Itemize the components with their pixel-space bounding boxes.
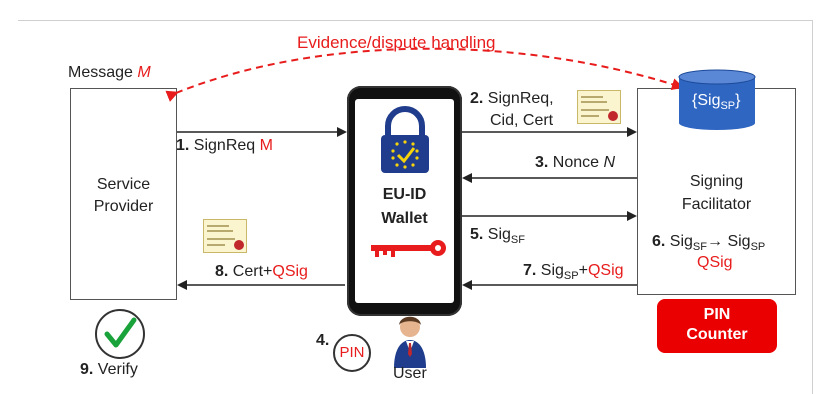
user-icon [394,316,426,368]
step4-label: 4. [316,332,330,349]
dispute-arrow [165,47,684,102]
step5-label: 5. SigSF [470,226,525,247]
step7-label: 7. SigSP+QSig [523,262,624,283]
step3-label: 3. Nonce N [535,154,616,171]
step1-label: 1. SignReq M [176,137,273,154]
step6-qsig-label: QSig [697,254,733,271]
service-provider-box [70,88,177,300]
pin-circle: PIN [333,334,371,372]
certificate-icon-step8 [203,219,247,253]
database-icon [678,69,756,130]
step9-label: 9. Verify [80,361,138,378]
frame-top-line [18,20,813,21]
user-label: User [393,365,427,382]
frame-right-line [812,20,813,394]
dispute-label: Evidence/dispute handling [297,33,496,52]
step6-label: 6. SigSF→ SigSP [652,233,766,254]
certificate-icon-step2 [577,90,621,124]
message-label: Message M [68,64,151,81]
step8-label: 8. Cert+QSig [215,263,308,280]
step2-label: 2. SignReq, Cid, Cert [470,90,554,129]
verify-circle [95,309,145,359]
database-label: {SigSP} [692,92,741,113]
wallet-screen [355,99,454,303]
